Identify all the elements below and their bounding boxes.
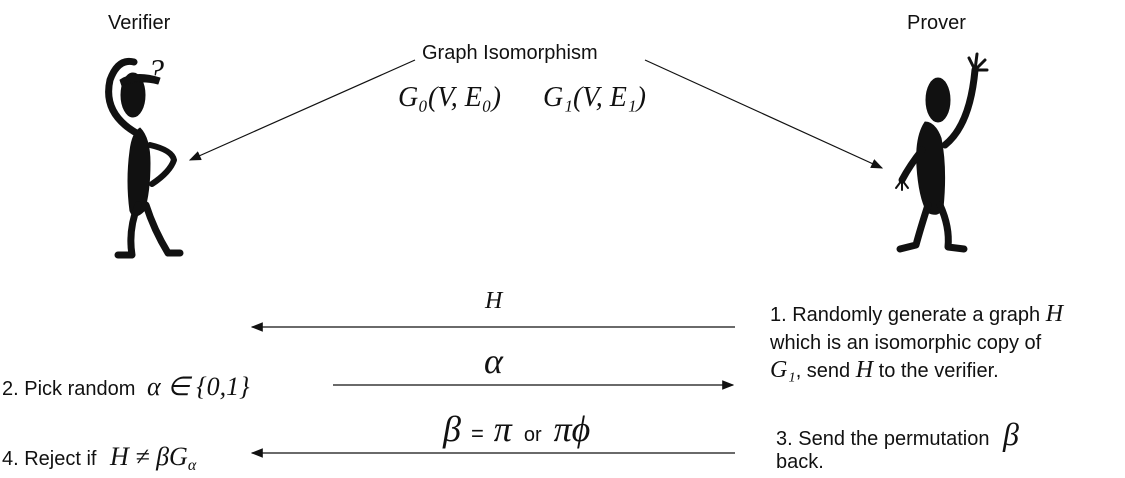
step-1-line-1: 1. Randomly generate a graph H [770,302,1063,327]
pi-phi-symbol: πϕ [554,409,591,449]
equals-sign: = [471,421,484,446]
beta-symbol: β [443,409,461,449]
arrow-to-verifier [190,60,415,160]
message-alpha-label: α [484,340,503,382]
step-3-line-1: 3. Send the permutation β [776,422,1019,451]
verifier-label: Verifier [108,12,170,35]
problem-title: Graph Isomorphism [422,42,598,65]
step-3-line-2: back. [776,450,824,474]
message-h-label: H [485,288,502,315]
pi-symbol: π [494,409,512,449]
step-2: 2. Pick random α ∈ {0,1} [2,375,250,401]
or-word: or [524,424,542,446]
step-1-line-3: G₁, send H to the verifier. [770,358,999,383]
prover-label: Prover [907,12,966,35]
graph-g0: G₀(V, E₀) [398,82,501,114]
step-4: 4. Reject if H ≠ βGα [2,445,196,478]
question-mark-icon: ? [148,52,164,89]
graph-g1: G₁(V, E₁) [543,82,646,114]
message-beta-label: β = π or πϕ [443,408,590,450]
prover-figure [896,54,987,249]
verifier-figure [109,61,180,255]
arrow-to-prover [645,60,882,168]
step-1-line-2: which is an isomorphic copy of [770,331,1041,355]
